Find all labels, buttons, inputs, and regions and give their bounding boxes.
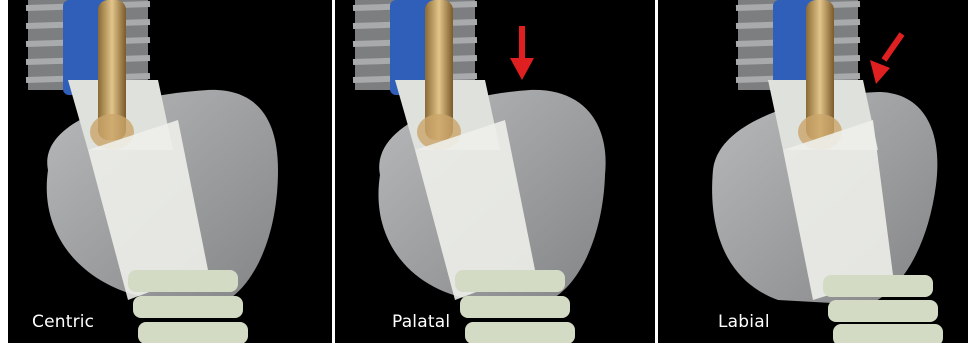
lower-threads xyxy=(128,270,248,343)
red-arrow-icon xyxy=(870,34,902,84)
implant-illustration-labial xyxy=(658,0,968,343)
implant-illustration-palatal xyxy=(335,0,655,343)
lower-threads xyxy=(455,270,575,343)
lower-threads xyxy=(823,275,943,343)
panel-palatal: Palatal xyxy=(335,0,655,343)
red-arrow-icon xyxy=(510,26,534,80)
implant-illustration-centric xyxy=(8,0,332,343)
panel-caption: Centric xyxy=(32,312,94,332)
panel-labial: Labial xyxy=(658,0,968,343)
panel-caption: Labial xyxy=(718,312,770,332)
panel-caption: Palatal xyxy=(392,312,450,332)
panel-centric: Centric xyxy=(8,0,332,343)
